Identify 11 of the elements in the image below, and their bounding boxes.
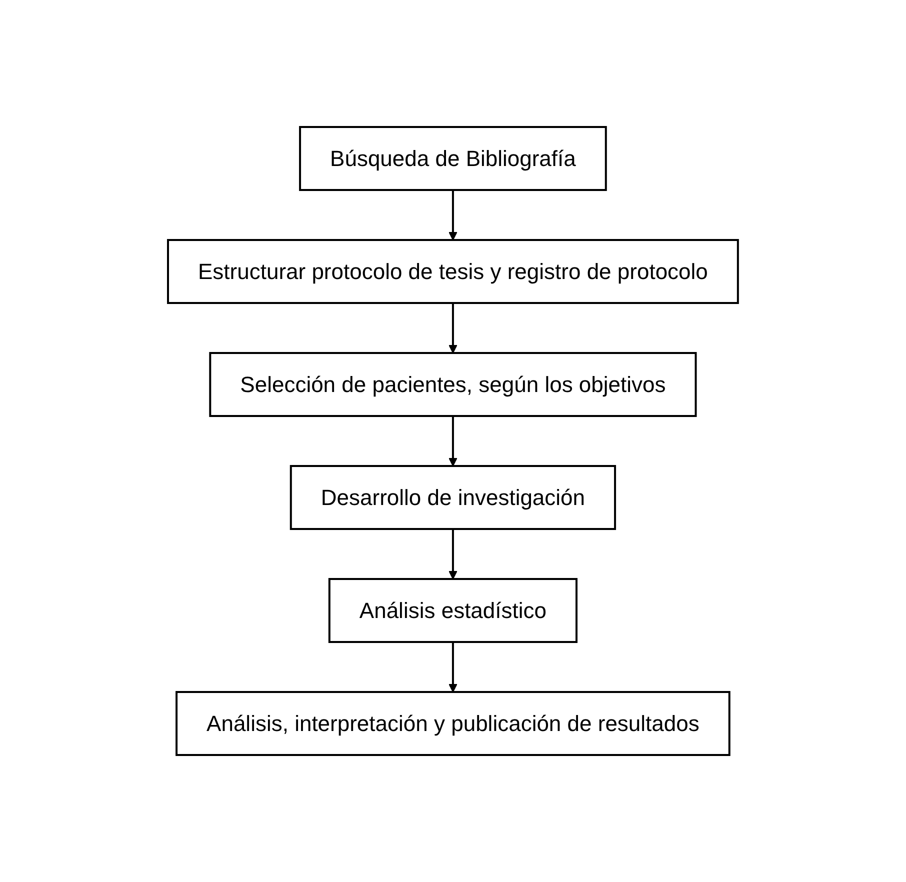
arrow [448,642,458,692]
arrow [448,303,458,354]
node-box: Estructurar protocolo de tesis y registro de protocolo [167,239,739,304]
arrow [448,190,458,240]
node-box: Selección de pacientes, según los objetivos [209,352,697,417]
node-box: Análisis estadístico [328,578,578,643]
node-box: Búsqueda de Bibliografía [299,126,607,191]
arrow [448,416,458,466]
arrow [448,529,458,580]
node-box: Desarrollo de investigación [290,465,616,530]
node-box: Análisis, interpretación y publicación de resultados [176,691,730,756]
